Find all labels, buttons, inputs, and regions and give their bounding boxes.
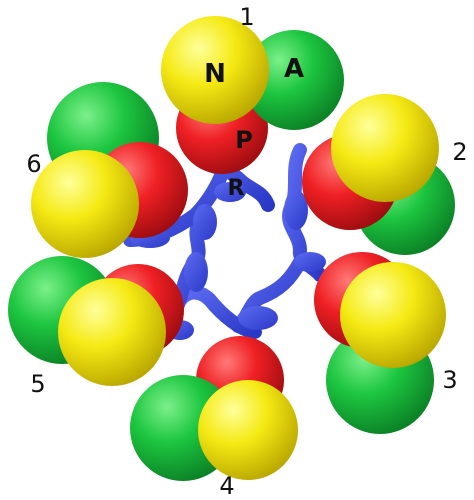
r-coil — [284, 190, 308, 230]
n-domain-sphere — [331, 94, 439, 202]
r-coil — [214, 182, 246, 202]
subunit-number-6: 6 — [26, 150, 41, 178]
n-domain-sphere — [340, 262, 446, 368]
domain-label-r: R — [228, 176, 245, 201]
subunit-5 — [8, 256, 184, 386]
domain-label-p: P — [235, 126, 253, 154]
n-domain-sphere — [58, 278, 166, 386]
domain-label-n: N — [204, 59, 226, 89]
r-coil — [238, 306, 278, 330]
subunit-1 — [161, 16, 344, 174]
subunit-number-3: 3 — [442, 366, 457, 394]
subunit-number-1: 1 — [239, 3, 254, 31]
subunit-2 — [302, 94, 455, 255]
n-domain-sphere — [198, 380, 298, 480]
n-domain-sphere — [31, 150, 139, 258]
r-coil — [184, 252, 208, 292]
a-domain-sphere — [244, 30, 344, 130]
r-coil — [193, 204, 217, 240]
subunit-number-2: 2 — [452, 138, 467, 166]
domain-label-a: A — [284, 54, 304, 84]
subunit-4 — [130, 336, 298, 481]
r-coil — [294, 252, 326, 272]
r-domain-ring — [123, 143, 327, 340]
n-domain-sphere — [161, 16, 269, 124]
subunit-6 — [31, 82, 188, 258]
subunit-3 — [314, 252, 446, 434]
subunit-number-5: 5 — [30, 370, 45, 398]
subunit-number-4: 4 — [219, 472, 234, 500]
